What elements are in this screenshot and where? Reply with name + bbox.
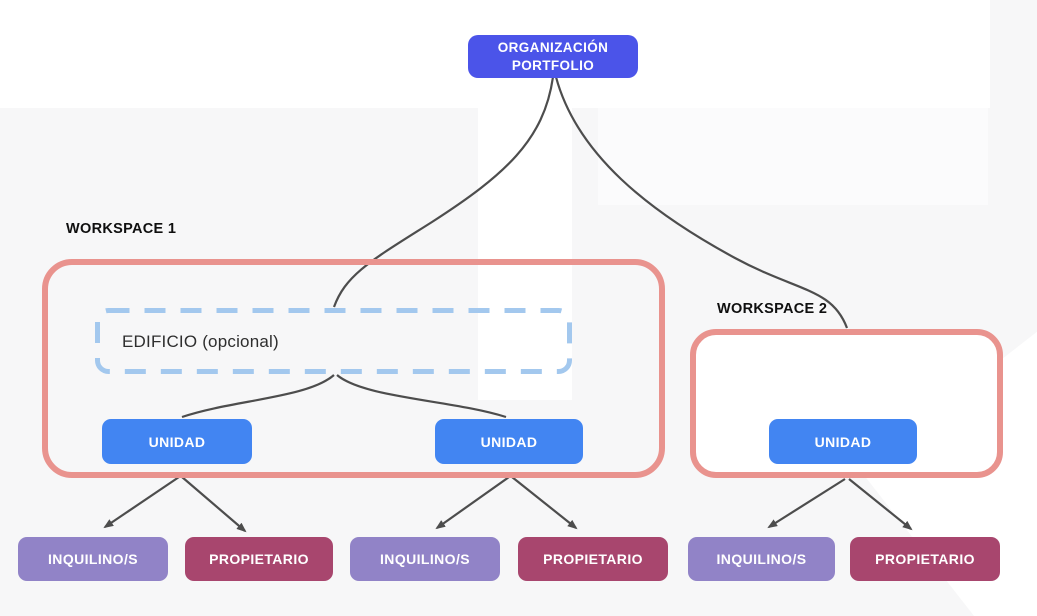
connector-root-workspace2 xyxy=(554,76,849,329)
org-portfolio-line2: PORTFOLIO xyxy=(511,57,595,73)
connector-unit1-tenant xyxy=(103,476,180,529)
connector-building-unit1 xyxy=(181,374,335,419)
unit-node-2: UNIDAD xyxy=(435,419,583,464)
org-portfolio-node: ORGANIZACIÓN PORTFOLIO xyxy=(468,35,638,78)
owner-node-3: PROPIETARIO xyxy=(850,537,1000,581)
building-optional-outline xyxy=(95,308,572,374)
owner-node-2: PROPIETARIO xyxy=(518,537,668,581)
unit-node-3: UNIDAD xyxy=(769,419,917,464)
connector-unit3-owner xyxy=(848,478,913,531)
owner-node-1: PROPIETARIO xyxy=(185,537,333,581)
connector-root-building xyxy=(332,76,555,308)
tenant-node-3: INQUILINO/S xyxy=(688,537,835,581)
unit-node-1: UNIDAD xyxy=(102,419,252,464)
connector-unit2-owner xyxy=(511,476,578,530)
tenant-node-1: INQUILINO/S xyxy=(18,537,168,581)
building-optional-label: EDIFICIO (opcional) xyxy=(122,332,279,351)
connector-unit3-tenant xyxy=(767,478,846,529)
connector-building-unit2 xyxy=(336,374,507,419)
org-portfolio-line1: ORGANIZACIÓN xyxy=(497,39,609,55)
connector-unit1-owner xyxy=(181,476,247,533)
workspace-1-frame xyxy=(42,259,665,478)
workspace-2-label: WORKSPACE 2 xyxy=(717,301,828,317)
background-watermark xyxy=(478,108,572,400)
connector-unit2-tenant xyxy=(435,476,510,530)
tenant-node-2: INQUILINO/S xyxy=(350,537,500,581)
background-watermark xyxy=(598,108,988,205)
workspace-1-label: WORKSPACE 1 xyxy=(66,221,177,237)
